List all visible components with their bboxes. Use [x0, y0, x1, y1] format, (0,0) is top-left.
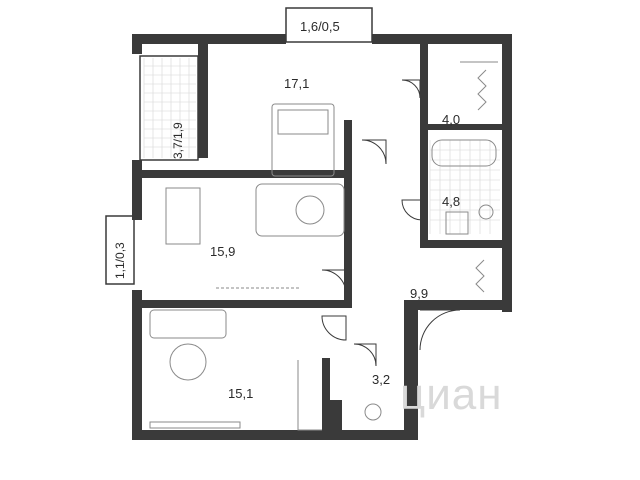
walls: [132, 34, 512, 440]
room-area-living: 15,9: [210, 244, 236, 259]
room-area-bathroom: 4,8: [442, 194, 461, 209]
watermark: циан: [400, 370, 503, 419]
furniture: [149, 61, 498, 431]
balcony-label-top: 1,6/0,5: [300, 19, 340, 34]
balcony-label-loggia-left: 3,7/1,9: [171, 122, 185, 159]
room-area-wc: 3,2: [372, 372, 391, 387]
doors: [321, 79, 461, 367]
tile-pattern: [143, 58, 500, 234]
room-area-bedroom: 17,1: [284, 76, 310, 91]
balcony-outlines: [105, 7, 373, 285]
room-area-kitchen: 15,1: [228, 386, 254, 401]
balcony-label-small-left: 1,1/0,3: [113, 242, 127, 279]
room-area-hall: 9,9: [410, 286, 429, 301]
room-area-wardrobe: 4,0: [442, 112, 461, 127]
